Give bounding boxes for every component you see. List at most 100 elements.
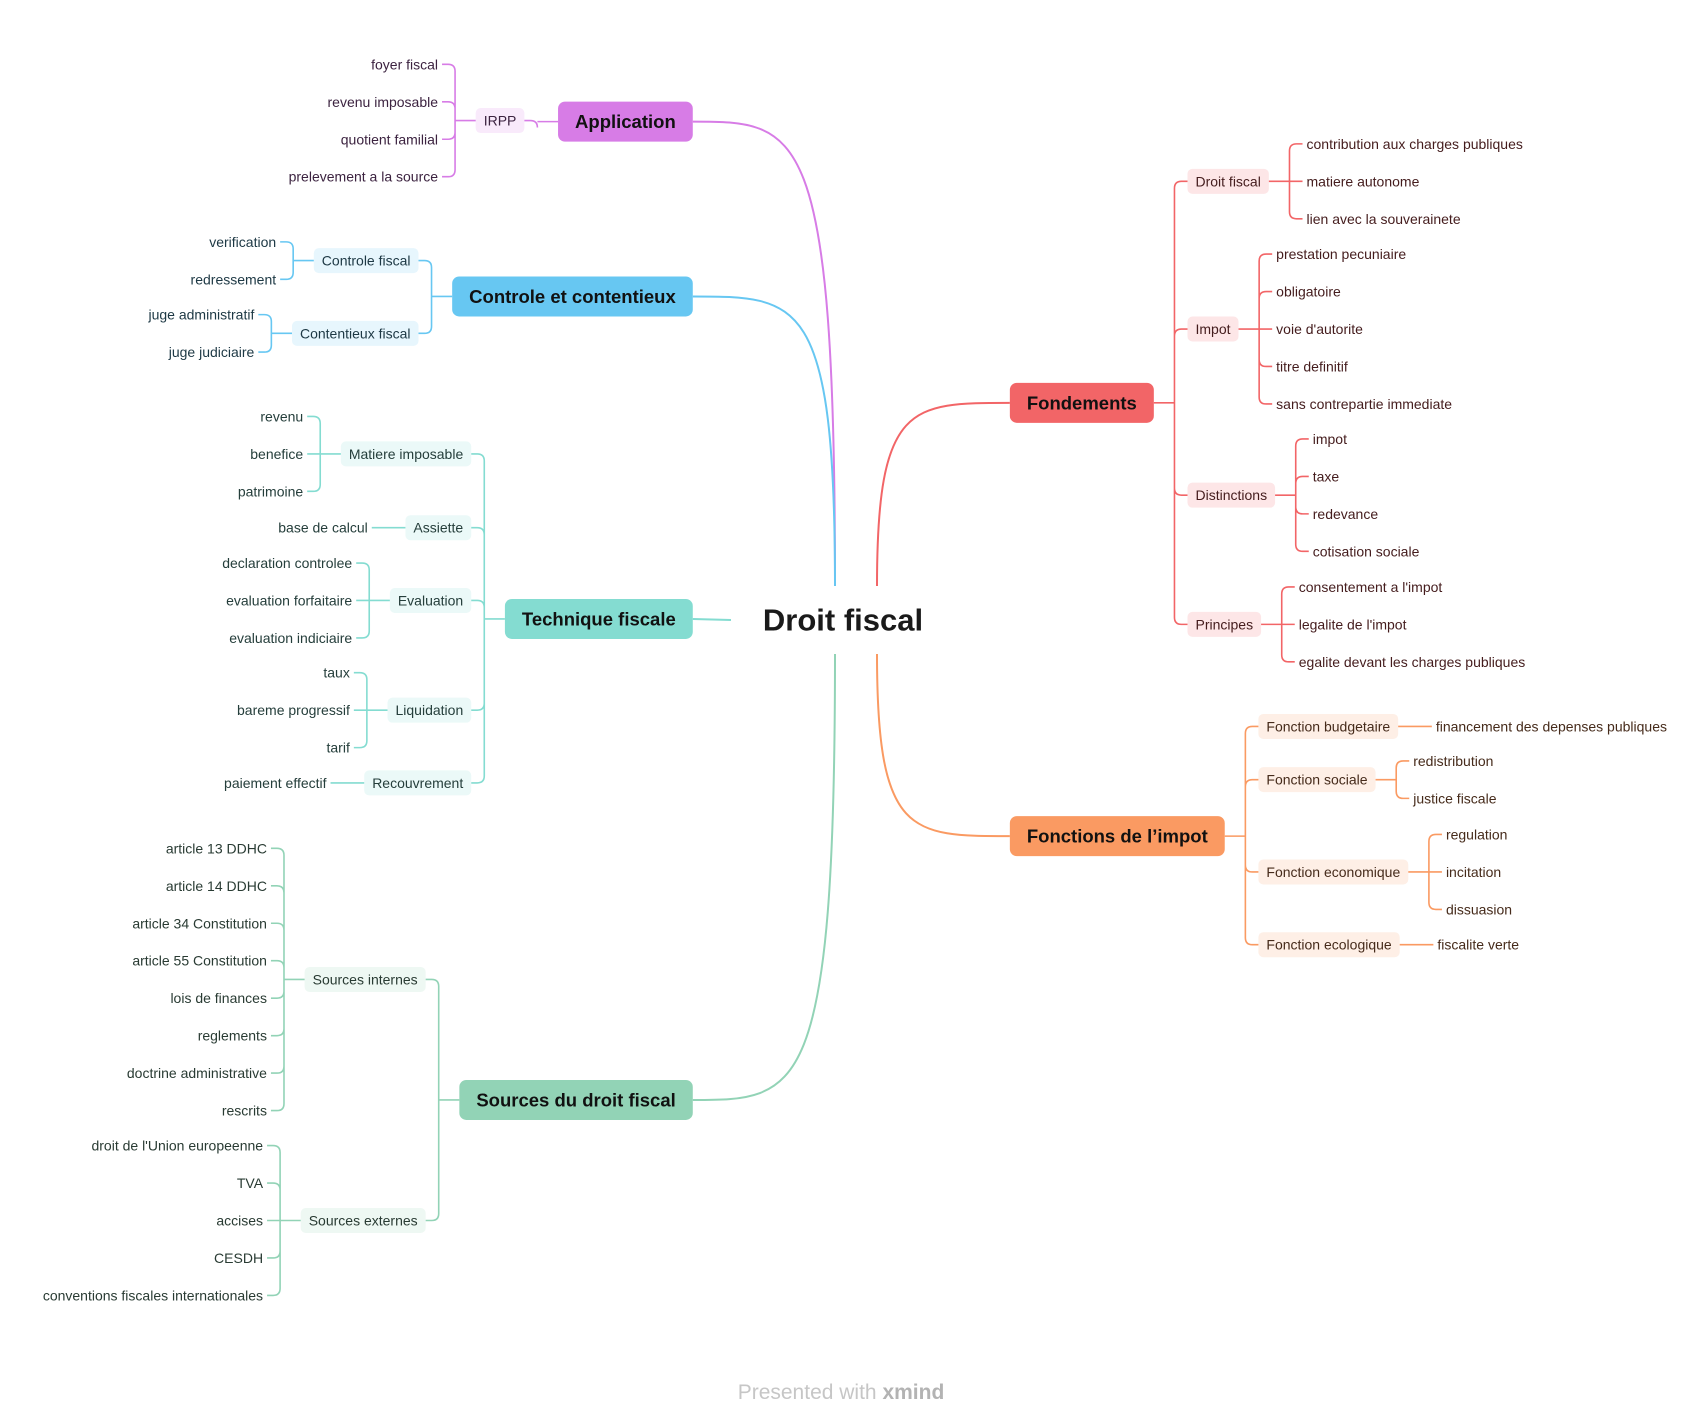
- leaf-topic-justice-fiscale[interactable]: justice fiscale: [1412, 790, 1496, 806]
- sub-topic-fonction-sociale[interactable]: Fonction sociale: [1258, 767, 1376, 793]
- leaf-topic-article-13-ddhc[interactable]: article 13 DDHC: [166, 840, 267, 856]
- sub-topic-impot[interactable]: Impot: [1187, 316, 1239, 342]
- leaf-topic-quotient-familial[interactable]: quotient familial: [341, 131, 438, 147]
- sub-topic-fonction-budgetaire[interactable]: Fonction budgetaire: [1258, 713, 1399, 739]
- link-application: [692, 120, 836, 587]
- leaf-topic-article-34-constitution[interactable]: article 34 Constitution: [132, 915, 267, 931]
- leaf-topic-evaluation-forfaitaire[interactable]: evaluation forfaitaire: [226, 592, 352, 608]
- leaf-topic-voie-d-autorite[interactable]: voie d'autorite: [1276, 321, 1363, 337]
- sub-topic-box: [1187, 611, 1262, 637]
- leaf-topic-verification[interactable]: verification: [209, 234, 276, 250]
- leaf-topic-lien-avec-la-souverainete[interactable]: lien avec la souverainete: [1307, 211, 1461, 227]
- leaf-topic-prestation-pecuniaire[interactable]: prestation pecuniaire: [1276, 246, 1406, 262]
- sub-topic-box: [300, 1208, 426, 1234]
- sub-topic-droit-fiscal[interactable]: Droit fiscal: [1187, 168, 1269, 194]
- sub-topic-assiette[interactable]: Assiette: [405, 515, 472, 541]
- sub-topic-controle-fiscal[interactable]: Controle fiscal: [313, 248, 419, 274]
- leaf-topic-matiere-autonome[interactable]: matiere autonome: [1307, 173, 1420, 189]
- leaf-topic-tarif[interactable]: tarif: [327, 740, 350, 756]
- leaf-topic-impot[interactable]: impot: [1313, 431, 1347, 447]
- link-fondements: [876, 401, 1010, 587]
- sub-topic-box: [389, 587, 472, 613]
- footer-prefix: Presented with: [737, 1381, 883, 1404]
- leaf-topic-redevance[interactable]: redevance: [1313, 506, 1379, 522]
- leaf-topic-droit-de-l-union-europeenne[interactable]: droit de l'Union europeenne: [91, 1138, 263, 1154]
- main-topic-box: [1009, 382, 1154, 423]
- sub-topic-distinctions[interactable]: Distinctions: [1187, 482, 1276, 508]
- sub-topic-fonction-economique[interactable]: Fonction economique: [1258, 859, 1409, 885]
- leaf-topic-fiscalite-verte[interactable]: fiscalite verte: [1437, 937, 1519, 953]
- leaf-topic-revenu-imposable[interactable]: revenu imposable: [328, 94, 439, 110]
- sub-topic-sources-externes[interactable]: Sources externes: [300, 1208, 426, 1234]
- leaf-topic-juge-administratif[interactable]: juge administratif: [148, 307, 255, 323]
- main-topic-fonctions-de-l-impot[interactable]: Fonctions de l’impot: [1009, 816, 1225, 857]
- leaf-topic-conventions-fiscales-internationales[interactable]: conventions fiscales internationales: [43, 1287, 263, 1303]
- leaf-topic-bareme-progressif[interactable]: bareme progressif: [237, 702, 350, 718]
- leaf-topic-patrimoine[interactable]: patrimoine: [238, 483, 304, 499]
- main-topic-label: Fondements: [1027, 392, 1137, 413]
- main-topic-fondements[interactable]: Fondements: [1009, 382, 1154, 423]
- leaf-topic-taux[interactable]: taux: [323, 665, 349, 681]
- leaf-topic-sans-contrepartie-immediate[interactable]: sans contrepartie immediate: [1276, 396, 1452, 412]
- leaf-topic-obligatoire[interactable]: obligatoire: [1276, 284, 1341, 300]
- sub-topic-matiere-imposable[interactable]: Matiere imposable: [340, 441, 472, 467]
- leaf-topic-prelevement-a-la-source[interactable]: prelevement a la source: [289, 169, 439, 185]
- leaf-topic-rescrits[interactable]: rescrits: [222, 1103, 267, 1119]
- leaf-topic-base-de-calcul[interactable]: base de calcul: [278, 520, 368, 536]
- leaf-topic-benefice[interactable]: benefice: [250, 446, 303, 462]
- main-links: [692, 120, 1010, 1101]
- main-topic-box: [504, 598, 693, 639]
- leaf-topic-taxe[interactable]: taxe: [1313, 468, 1340, 484]
- leaf-topic-redistribution[interactable]: redistribution: [1413, 753, 1493, 769]
- leaf-topic-article-55-constitution[interactable]: article 55 Constitution: [132, 953, 267, 969]
- sub-topic-label: Droit fiscal: [1195, 173, 1260, 189]
- leaf-topic-egalite-devant-les-charges-publiques[interactable]: egalite devant les charges publiques: [1299, 654, 1526, 670]
- link-technique-fiscale: [692, 617, 732, 621]
- leaf-topic-doctrine-administrative[interactable]: doctrine administrative: [127, 1065, 267, 1081]
- sub-topic-recouvrement[interactable]: Recouvrement: [364, 770, 472, 796]
- leaf-topic-regulation[interactable]: regulation: [1446, 826, 1508, 842]
- leaf-topic-redressement[interactable]: redressement: [191, 271, 277, 287]
- leaf-topic-consentement-a-l-impot[interactable]: consentement a l'impot: [1299, 579, 1443, 595]
- sub-topic-label: Fonction economique: [1266, 864, 1400, 880]
- leaf-topic-tva[interactable]: TVA: [237, 1175, 264, 1191]
- leaf-topic-titre-definitif[interactable]: titre definitif: [1276, 358, 1348, 374]
- sub-topic-label: Controle fiscal: [322, 253, 411, 269]
- leaf-topic-cesdh[interactable]: CESDH: [214, 1250, 263, 1266]
- main-topic-sources-du-droit-fiscal[interactable]: Sources du droit fiscal: [459, 1079, 693, 1120]
- sub-topic-evaluation[interactable]: Evaluation: [389, 587, 472, 613]
- footer: Presented with xmind: [0, 1381, 1682, 1405]
- main-topic-controle-et-contentieux[interactable]: Controle et contentieux: [452, 276, 693, 317]
- connector: [1375, 760, 1410, 800]
- leaf-topic-paiement-effectif[interactable]: paiement effectif: [224, 775, 327, 791]
- central-topic[interactable]: Droit fiscal: [763, 603, 923, 638]
- leaf-topic-revenu[interactable]: revenu: [260, 408, 303, 424]
- sub-topic-contentieux-fiscal[interactable]: Contentieux fiscal: [291, 320, 419, 346]
- main-topic-application[interactable]: Application: [558, 101, 693, 142]
- leaf-topic-cotisation-sociale[interactable]: cotisation sociale: [1313, 543, 1420, 559]
- main-topic-label: Sources du droit fiscal: [476, 1089, 675, 1110]
- connector: [1275, 438, 1309, 553]
- connector: [267, 1144, 301, 1297]
- leaf-topic-contribution-aux-charges-publiques[interactable]: contribution aux charges publiques: [1307, 136, 1523, 152]
- leaf-topic-financement-des-depenses-publiques[interactable]: financement des depenses publiques: [1436, 718, 1667, 734]
- leaf-topic-dissuasion[interactable]: dissuasion: [1446, 901, 1512, 917]
- sub-topic-principes[interactable]: Principes: [1187, 611, 1262, 637]
- main-topic-technique-fiscale[interactable]: Technique fiscale: [504, 598, 693, 639]
- leaf-topic-declaration-controlee[interactable]: declaration controlee: [222, 555, 352, 571]
- sub-topic-irpp[interactable]: IRPP: [475, 108, 525, 134]
- leaf-topic-evaluation-indiciaire[interactable]: evaluation indiciaire: [229, 630, 352, 646]
- leaf-topic-incitation[interactable]: incitation: [1446, 864, 1501, 880]
- leaf-topic-legalite-de-l-impot[interactable]: legalite de l'impot: [1299, 616, 1407, 632]
- leaf-topic-juge-judiciaire[interactable]: juge judiciaire: [168, 344, 255, 360]
- leaf-topic-reglements[interactable]: reglements: [198, 1028, 267, 1044]
- leaf-topic-foyer-fiscal[interactable]: foyer fiscal: [371, 56, 438, 72]
- leaf-topic-lois-de-finances[interactable]: lois de finances: [170, 990, 267, 1006]
- leaf-topic-accises[interactable]: accises: [216, 1213, 263, 1229]
- leaf-topic-article-14-ddhc[interactable]: article 14 DDHC: [166, 878, 267, 894]
- connector: [307, 415, 341, 493]
- link-sources-du-droit-fiscal: [692, 653, 836, 1101]
- sub-topic-fonction-ecologique[interactable]: Fonction ecologique: [1258, 932, 1400, 958]
- sub-topic-sources-internes[interactable]: Sources internes: [304, 966, 426, 992]
- sub-topic-liquidation[interactable]: Liquidation: [387, 697, 472, 723]
